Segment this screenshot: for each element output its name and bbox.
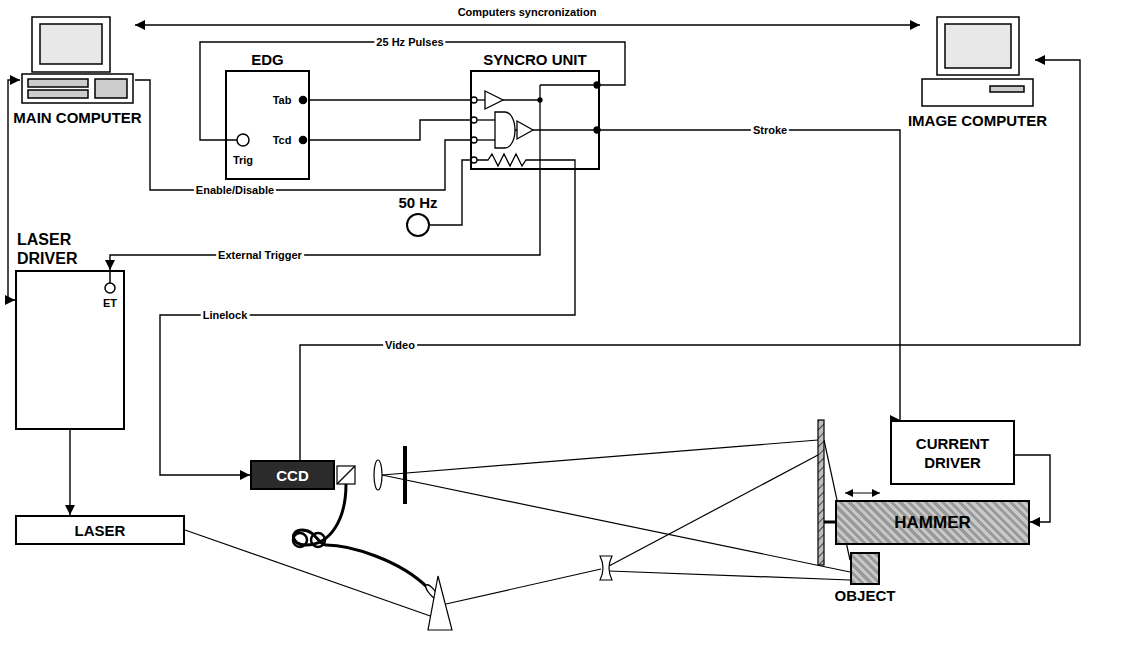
signal-label: Video [383,339,417,352]
signal-label: Linelock [201,309,250,322]
tab-output [300,97,307,104]
driver-box: LASER DRIVER [15,270,125,430]
signal-label: External Trigger [216,249,304,262]
drive-slot [990,86,1024,92]
screen [40,24,102,64]
laser-beam [446,569,601,604]
wire [503,99,540,100]
wire [533,129,597,130]
light-ray [382,440,818,475]
keys [28,90,88,98]
wire [515,129,517,130]
node-label: EDG [251,51,284,68]
computer: MAIN COMPUTER [20,15,135,105]
junction-dot [538,98,542,102]
edg-pins [225,97,307,147]
fiber-loop [311,533,325,547]
pin-label: ET [103,297,117,310]
sync-unit-box: SYNCRO UNIT [470,70,600,170]
trig-input [237,134,249,146]
wire [540,84,597,85]
buffer-symbol [485,91,503,109]
node-label: SYNCRO UNIT [483,51,586,68]
optics [185,420,880,630]
driver-box: CURRENT DRIVER [890,420,1015,485]
connector [135,80,470,190]
laser-beam [185,530,436,618]
connector [110,170,540,270]
signal-label: Enable/Disable [194,184,276,197]
prism [428,576,452,630]
signal-label: Stroke [751,124,789,137]
diverging-lens [600,556,612,580]
buffer-symbol [517,121,533,139]
keys [95,79,127,98]
beam-splitter-face [337,466,355,484]
node-label: LASER [75,522,126,539]
syncro-circuit [471,82,600,170]
monitor [937,17,1019,75]
mirror-plate [818,420,824,565]
node-label: CCD [276,467,309,484]
node-label: 50 Hz [398,194,437,211]
pin-label: Trig [233,154,253,167]
wire [477,99,485,100]
node-label: IMAGE COMPUTER [908,112,1047,129]
computer-icon [922,17,1033,106]
connector [600,130,900,420]
object-box: OBJECT [850,552,880,585]
monitor [32,17,110,72]
computer: IMAGE COMPUTER [920,15,1035,108]
connector [135,24,920,25]
ac-source: 50 Hz [406,213,430,237]
node-label: LASER DRIVER [17,230,107,268]
illumination-beam [609,571,850,580]
laser-box: LASER [15,515,185,545]
optical-fiber [293,484,428,588]
pin-label: Tab [273,94,292,107]
node-label: HAMMER [894,513,971,533]
aperture-plate [403,446,407,504]
et-socket [105,283,115,293]
and-gate [495,112,515,148]
signal-label: Computers syncronization [456,6,599,19]
base-unit [922,79,1033,106]
connector [300,60,1080,460]
screen [945,24,1011,68]
connector [310,99,470,100]
hammer-rod [824,521,835,524]
illumination-beam [609,455,818,566]
lens [374,460,382,490]
node-label: CURRENT DRIVER [898,434,1007,472]
wire [477,139,495,140]
connector [69,430,70,515]
wire [477,119,495,120]
keys [28,79,88,87]
node-label: OBJECT [835,587,896,604]
resistor-symbol [477,154,575,170]
connector [430,160,470,225]
beam-splitter [337,466,355,484]
computer-icon [22,17,133,103]
signal-label: 25 Hz Pulses [374,36,445,49]
connector [200,42,625,140]
et-input [105,270,115,293]
light-ray [382,475,850,572]
tcd-output [300,137,307,144]
node-label: MAIN COMPUTER [13,109,141,126]
connector [160,170,575,475]
hammer-box: HAMMER [835,500,1030,545]
keyboard-base [22,74,133,103]
connector [310,120,470,140]
fiber-loop [293,533,307,547]
motion-arrow [845,492,880,493]
pin-label: Tcd [273,134,292,147]
camera-box: CCD [250,460,335,490]
